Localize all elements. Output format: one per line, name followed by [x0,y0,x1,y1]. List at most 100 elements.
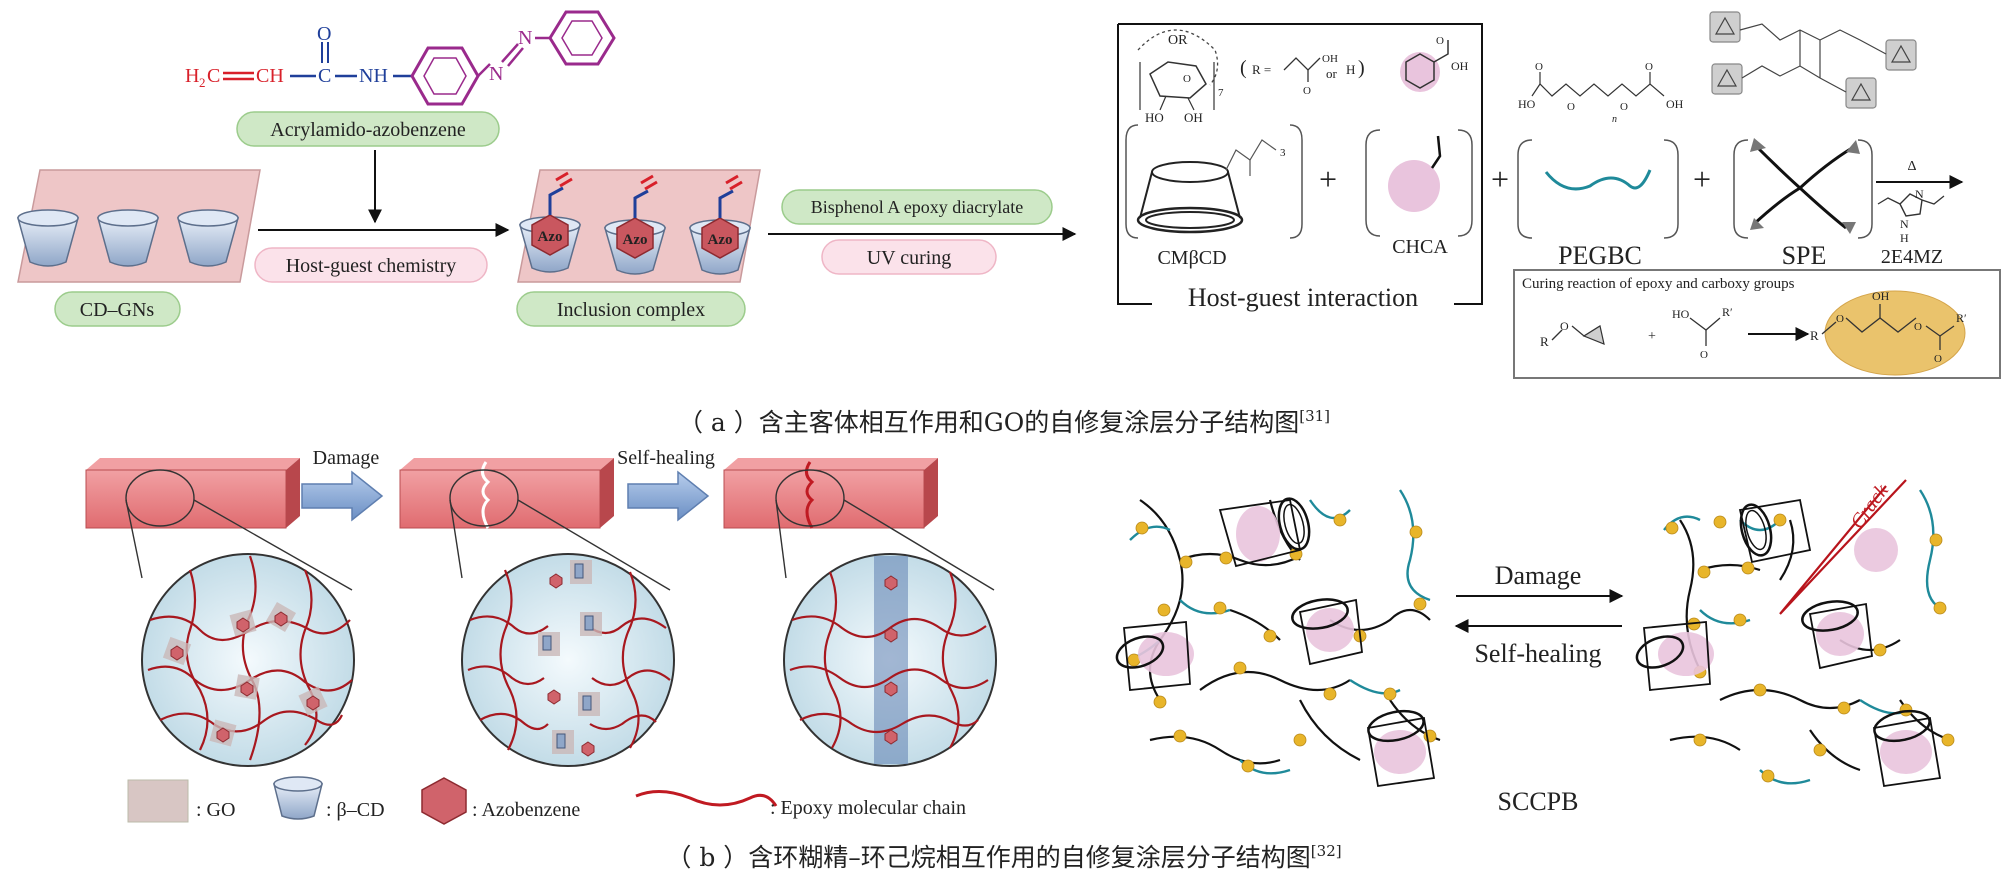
formula-o: O [317,23,331,45]
cmbcd-cup: 3 [1136,139,1286,234]
uv-curing-label: UV curing [867,247,952,269]
sccpb-network-intact [1115,489,1441,788]
oh-label: OH [1184,110,1203,125]
subscript-3: 3 [1280,147,1286,159]
sccpb-label: SCCPB [1498,787,1579,816]
cd-gns-pill [54,291,181,327]
formula-sub2: 2 [199,75,206,90]
monomer-label-pill [236,111,500,147]
curing-rprime: R′ [1722,305,1733,319]
free-guest [1854,528,1898,572]
sccpb-cup [1115,621,1194,691]
formula-c: C [207,65,220,87]
legend: : GO : β–CD : Azobenzene : Epoxy molecul… [127,776,966,825]
chca-label: CHCA [1392,236,1448,258]
inclusion-complex-slab: Azo Azo Azo [517,169,761,283]
paren-open: ( [1240,57,1247,79]
pegbc-ho: HO [1518,97,1536,111]
sccpb-cup [1872,709,1942,788]
chca-oh: OH [1451,59,1469,73]
azo-label: Azo [708,232,733,248]
monomer-label: Acrylamido-azobenzene [270,119,466,141]
sccpb-cup [1801,600,1873,670]
healing-block-arrow [627,470,710,522]
azo-label: Azo [623,232,648,248]
legend-go: : GO [196,799,235,821]
damage-label-left: Damage [313,447,380,469]
subscript-7: 7 [1218,87,1224,99]
inclusion-cup: Azo [604,174,666,275]
caption-a-text: （ a ）含主客体相互作用和GO的自修复涂层分子结构图 [678,408,1299,437]
inclusion-cup: Azo [519,171,581,273]
host-guest-interaction-box: Host-guest interaction OR O 7 HO OH ( R … [1117,23,1483,312]
crack-label: Crack [1846,480,1893,533]
curing-title: Curing reaction of epoxy and carboxy gro… [1522,276,1795,292]
n-atom: N [1900,217,1909,231]
cd-gns-slab [17,169,261,283]
pegbc-label: PEGBC [1558,241,1642,270]
curing-rprime: R′ [1956,311,1967,325]
o-atom: O [1436,35,1444,47]
pegbc-oh: OH [1666,97,1684,111]
bisphenol-pill [781,189,1053,225]
curing-o: O [1934,353,1942,365]
or-label: OR [1168,33,1188,48]
cup [17,209,79,267]
slab-healed [723,458,938,529]
caption-a: （ a ）含主客体相互作用和GO的自修复涂层分子结构图[31] [678,407,1330,437]
legend-azobenzene: : Azobenzene [472,799,580,821]
legend-epoxy-chain: : Epoxy molecular chain [770,797,966,819]
inclusion-cup: Azo [689,174,751,275]
legend-bcd: : β–CD [326,799,385,821]
caption-a-ref: [31] [1299,407,1330,425]
crack-mark [1779,479,1907,615]
caption-b-ref: [32] [1311,842,1342,860]
legend-chain-swatch [635,790,778,807]
o-atom: O [1303,85,1311,97]
network-circle-intact [141,553,355,767]
o-atom: O [1567,101,1575,113]
formula-n2: N [518,27,532,49]
curing-ho: HO [1672,307,1690,321]
legend-go-swatch [127,779,189,823]
slab-damaged [399,458,614,529]
sccpb-cup [1635,621,1714,691]
caption-b: （ b ）含环糊精–环己烷相互作用的自修复涂层分子结构图[32] [666,842,1341,872]
h-atom: H [1346,62,1355,77]
curing-o: O [1700,349,1708,361]
n-atom: N [1915,187,1924,201]
curing-plus: + [1648,329,1656,344]
curing-r: R [1540,334,1549,349]
spe-component: SPE [1709,11,1917,270]
network-circle-healed [783,553,997,767]
plus-sign: + [1693,161,1711,197]
bisphenol-label: Bisphenol A epoxy diacrylate [811,197,1023,217]
o-atom: O [1620,101,1628,113]
plus-sign: + [1319,161,1337,197]
pegbc-component: HO O O O n O OH PEGBC [1517,61,1684,270]
host-guest-chemistry-pill [254,247,488,283]
legend-azobenzene-swatch [421,777,467,825]
curing-o: O [1914,321,1922,333]
h-atom: H [1900,231,1909,245]
sccpb-cup [1366,709,1436,788]
sccpb-network-damaged: Crack [1635,479,1955,788]
host-guest-chemistry-label: Host-guest chemistry [286,255,457,277]
monomer-formula: H 2 C CH C O NH N N [185,10,616,106]
formula-c2: C [318,65,331,87]
uv-curing-pill [821,239,997,275]
o-atom: O [1535,61,1543,73]
curing-r: R [1810,328,1819,343]
spe-label: SPE [1782,241,1827,270]
ho-label: HO [1145,110,1164,125]
inclusion-complex-label: Inclusion complex [557,299,705,321]
r-def: R = [1252,62,1271,77]
self-healing-label-left: Self-healing [617,447,715,469]
curing-product-oh: OH [1872,289,1890,303]
sccpb-cup [1738,498,1812,564]
sccpb-cup [1218,497,1311,568]
legend-bcd-swatch [273,776,323,820]
self-healing-label-right: Self-healing [1474,639,1601,668]
